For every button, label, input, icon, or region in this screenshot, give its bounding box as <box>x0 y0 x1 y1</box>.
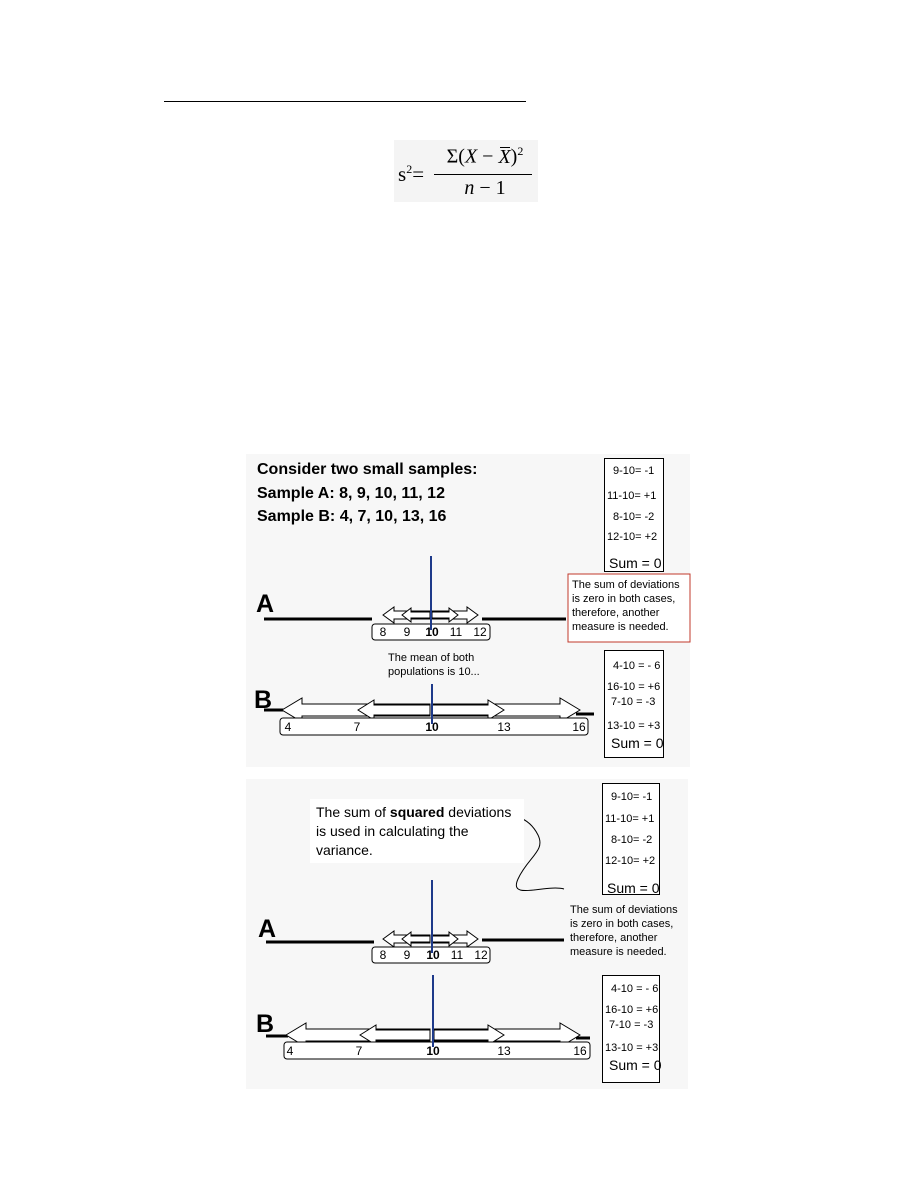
panel2-deviations-a: 9-10= -1 11-10= +1 8-10= -2 12-10= +2 Su… <box>602 783 660 896</box>
tick-label: 8 <box>379 948 387 962</box>
formula-fraction-bar <box>434 174 532 175</box>
formula-lhs: s2= <box>398 162 425 186</box>
tick-label: 10 <box>425 625 439 639</box>
panel2-lines <box>266 813 591 1060</box>
panel1-title-line3: Sample B: 4, 7, 10, 13, 16 <box>257 508 447 525</box>
formula-denominator: n − 1 <box>464 177 506 199</box>
panel2-deviations-b: 4-10 = - 6 16-10 = +6 7-10 = -3 13-10 = … <box>602 975 662 1083</box>
panel1-deviations-a: 9-10= -1 11-10= +1 8-10= -2 12-10= +2 Su… <box>604 458 664 572</box>
tick-label: 9 <box>403 948 411 962</box>
panel1-mean-note: The mean of both populations is 10... <box>388 652 480 678</box>
panel1-label-b: B <box>254 686 273 714</box>
panel1-title-line1: Consider two small samples: <box>257 461 478 478</box>
panel1-callout: The sum of deviations is zero in both ca… <box>572 579 680 633</box>
tick-label: 13 <box>497 720 511 734</box>
tick-label: 12 <box>474 948 488 962</box>
panel1-deviations-b: 4-10 = - 6 16-10 = +6 7-10 = -3 13-10 = … <box>604 650 664 758</box>
variance-formula: s2= Σ(X − X)2 n − 1 <box>394 140 538 202</box>
panel1-title-line2: Sample A: 8, 9, 10, 11, 12 <box>257 485 445 502</box>
tick-label: 10 <box>425 720 439 734</box>
tick-label: 11 <box>450 948 464 962</box>
tick-label: 11 <box>449 625 463 639</box>
panel2-note: The sum of deviations is zero in both ca… <box>570 904 678 958</box>
tick-label: 16 <box>572 720 586 734</box>
panel1-lines <box>264 556 691 736</box>
tick-label: 16 <box>573 1044 587 1058</box>
tick-label: 12 <box>473 625 487 639</box>
deviation-diagram-1: Consider two small samples: Sample A: 8,… <box>246 454 691 767</box>
tick-label: 7 <box>353 720 361 734</box>
tick-label: 10 <box>426 1044 440 1058</box>
tick-label: 13 <box>497 1044 511 1058</box>
panel2-label-a: A <box>258 915 277 943</box>
tick-label: 8 <box>379 625 387 639</box>
formula-numerator: Σ(X − X)2 <box>446 144 524 168</box>
tick-label: 9 <box>403 625 411 639</box>
tick-label: 4 <box>286 1044 294 1058</box>
deviation-diagram-2: The sum of squared deviations is used in… <box>246 779 688 1089</box>
panel2-label-b: B <box>256 1010 275 1038</box>
header-rule <box>164 101 526 102</box>
panel2-callout: The sum of squared deviations is used in… <box>310 799 524 863</box>
tick-label: 7 <box>355 1044 363 1058</box>
panel1-label-a: A <box>256 590 275 618</box>
tick-label: 10 <box>426 948 440 962</box>
tick-label: 4 <box>284 720 292 734</box>
